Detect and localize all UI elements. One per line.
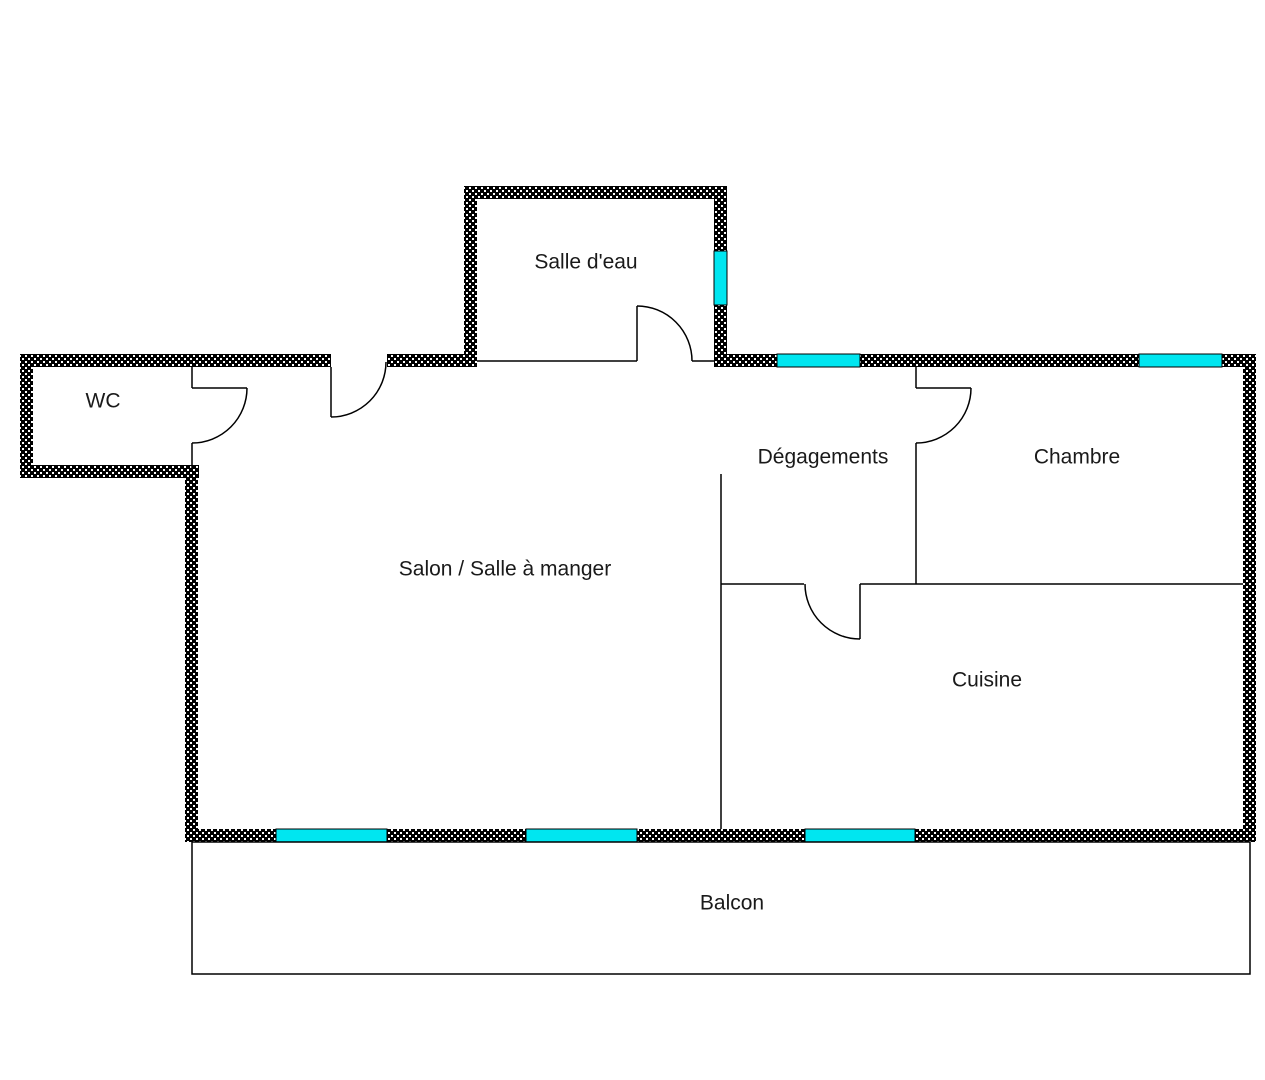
door [915, 387, 972, 444]
room-label-chambre: Chambre [1034, 446, 1120, 469]
wall-segment [20, 354, 331, 367]
wall-segment [20, 465, 199, 478]
wall-segment [20, 354, 33, 478]
wall-segment [1243, 354, 1256, 842]
room-labels: Salle d'eau WC Dégagements Chambre Salon… [86, 251, 1121, 915]
room-label-balcon: Balcon [700, 892, 764, 915]
room-label-salon: Salon / Salle à manger [399, 558, 611, 581]
door [191, 387, 248, 444]
balcony-outline [191, 841, 1251, 975]
window [713, 250, 728, 306]
wall-segment [464, 186, 477, 367]
window [804, 828, 916, 843]
exterior-walls [20, 186, 1256, 842]
door [330, 361, 387, 418]
window [776, 353, 861, 368]
room-label-cuisine: Cuisine [952, 669, 1022, 692]
window [1138, 353, 1223, 368]
door [804, 583, 861, 640]
interior-walls [191, 360, 1243, 829]
doors [191, 305, 972, 640]
window [275, 828, 388, 843]
wall-segment [387, 354, 469, 367]
wall-segment [464, 186, 727, 199]
wall-segment [185, 470, 198, 842]
room-label-wc: WC [86, 390, 121, 413]
windows [275, 250, 1223, 843]
room-label-degagements: Dégagements [758, 446, 889, 469]
wall-segment [185, 829, 1256, 842]
window [525, 828, 638, 843]
room-label-salle-deau: Salle d'eau [534, 251, 637, 274]
door [636, 305, 693, 362]
